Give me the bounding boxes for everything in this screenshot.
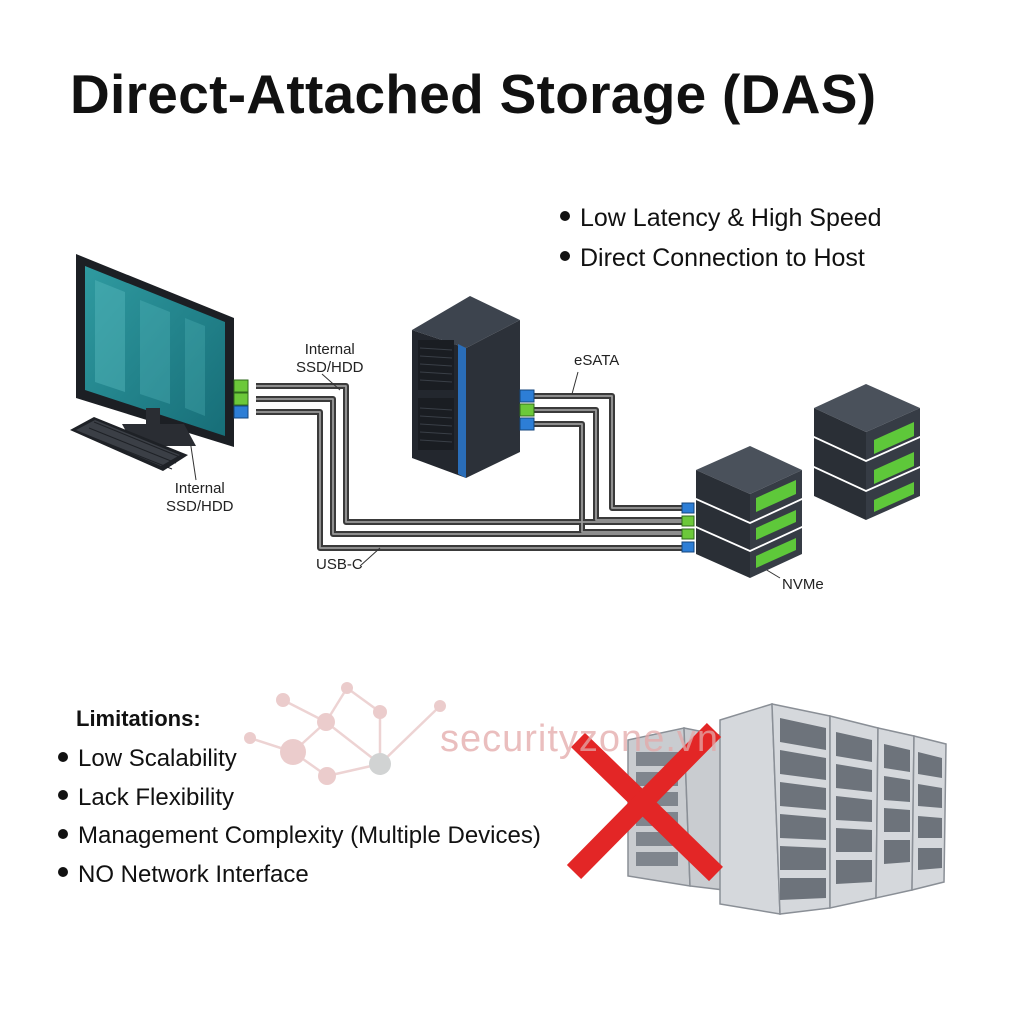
bullet-icon (560, 251, 570, 262)
das-storage-stack-icon (681, 446, 802, 578)
page-title: Direct-Attached Storage (DAS) (70, 63, 877, 125)
monitor-icon (76, 254, 234, 447)
limitation-item: NO Network Interface (58, 856, 541, 895)
limitation-item: Lack Flexibility (58, 779, 541, 818)
keyboard-icon (70, 417, 188, 471)
red-cross-icon (566, 722, 723, 882)
benefits-list: Low Latency & High Speed Direct Connecti… (560, 198, 882, 278)
watermark-text: securityzone.vn (440, 718, 720, 760)
internal-ssd-hdd-label: Internal SSD/HDD (296, 341, 364, 376)
limitations-list: Low Scalability Lack Flexibility Managem… (58, 740, 541, 894)
server-tower-icon (412, 296, 535, 478)
limitation-item: Low Scalability (58, 740, 541, 779)
nvme-label: NVMe (782, 576, 824, 593)
cables (256, 383, 684, 551)
bullet-icon (58, 828, 68, 839)
usb-c-label: USB-C (316, 556, 363, 573)
limitation-item: Management Complexity (Multiple Devices) (58, 817, 541, 856)
esata-label: eSATA (574, 352, 620, 369)
leader-lines (189, 371, 781, 579)
server-racks-icon (627, 702, 947, 915)
bullet-icon (560, 211, 570, 222)
internal-ssd-hdd-label: Internal SSD/HDD (166, 480, 234, 515)
bullet-icon (58, 867, 68, 878)
benefit-item: Direct Connection to Host (560, 238, 882, 278)
monitor-connectors (233, 379, 249, 419)
bullet-icon (58, 751, 68, 762)
watermark-network-icon (244, 682, 446, 785)
benefit-item: Low Latency & High Speed (560, 198, 882, 238)
bullet-icon (58, 790, 68, 801)
das-storage-stack-icon (814, 384, 920, 520)
limitations-title: Limitations: (76, 706, 201, 731)
